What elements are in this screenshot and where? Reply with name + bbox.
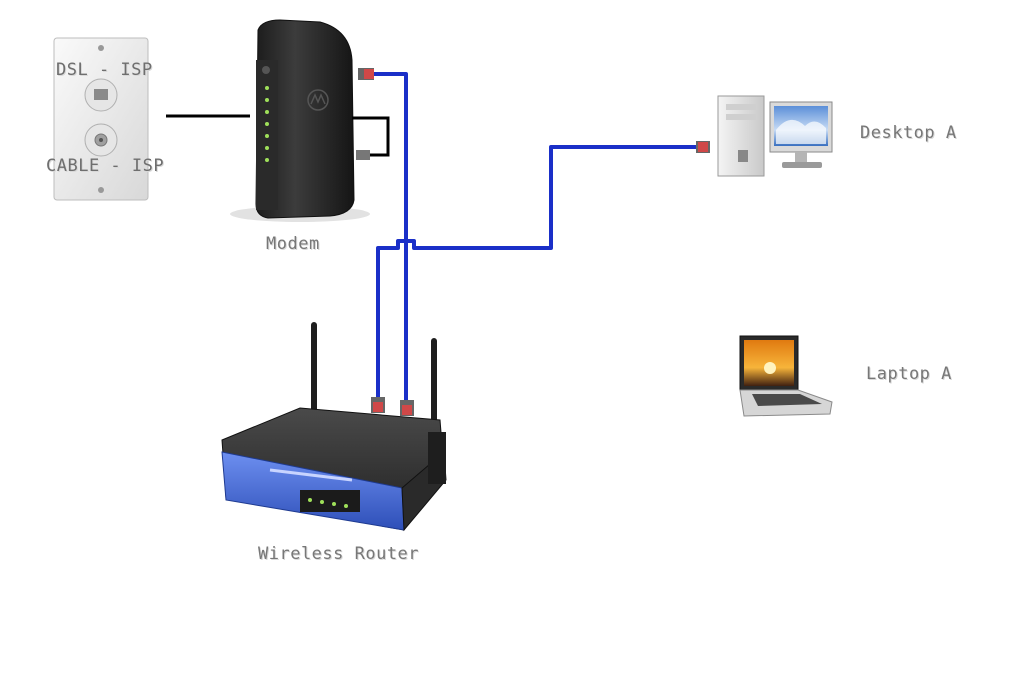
router-status-lights xyxy=(300,490,360,512)
antenna-right xyxy=(431,338,437,438)
desktop-computer-icon xyxy=(717,95,833,177)
wall-jack-plate xyxy=(53,37,149,201)
wireless-router-label: Wireless Router xyxy=(258,544,420,564)
wireless-router-device xyxy=(221,322,447,532)
modem-coax-cable xyxy=(352,116,390,160)
modem-ethernet-port-connector xyxy=(358,68,374,80)
cable-isp-label: CABLE - ISP xyxy=(46,156,165,176)
laptop-icon xyxy=(739,335,833,417)
coax-jack-icon xyxy=(84,123,118,157)
modem-device xyxy=(230,19,370,222)
desktop-a-label: Desktop A xyxy=(860,123,957,143)
ethernet-cables xyxy=(374,72,697,400)
router-port-connectors xyxy=(371,397,414,416)
modem-status-lights xyxy=(265,86,269,162)
phone-jack-icon xyxy=(84,78,118,112)
modem-label: Modem xyxy=(266,234,320,254)
desktop-port-connector xyxy=(696,141,710,153)
antenna-left xyxy=(311,322,317,418)
dsl-isp-label: DSL - ISP xyxy=(56,60,153,80)
laptop-a-label: Laptop A xyxy=(866,364,952,384)
router-to-desktop-cable xyxy=(376,145,697,400)
modem-to-router-cable xyxy=(374,72,408,400)
